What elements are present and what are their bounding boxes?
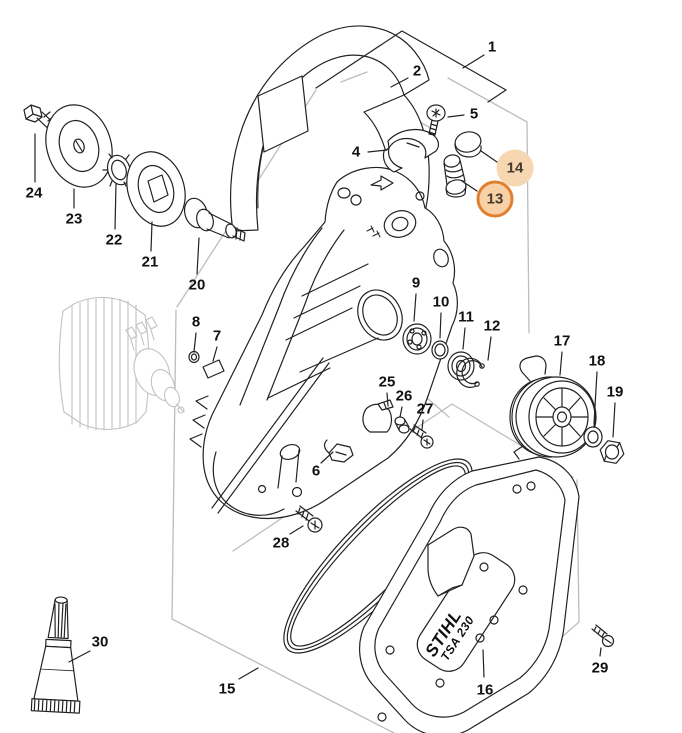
leader-line-20 <box>196 237 200 275</box>
part-label-16[interactable]: 16 <box>476 681 494 699</box>
leader-line-27 <box>421 419 424 431</box>
screw-28 <box>295 505 323 533</box>
part-label-11[interactable]: 11 <box>458 308 474 326</box>
part-label-10[interactable]: 10 <box>432 293 450 311</box>
part-label-1[interactable]: 1 <box>487 38 497 56</box>
part-label-6[interactable]: 6 <box>311 462 321 480</box>
part-label-7[interactable]: 7 <box>212 327 222 345</box>
screw-29 <box>591 624 615 648</box>
leader-line-30 <box>68 650 91 663</box>
cast-mark-double-arrow-icon <box>366 225 381 238</box>
leader-line-12 <box>487 336 492 361</box>
leader-line-17 <box>559 351 563 376</box>
leader-line-6 <box>320 451 334 464</box>
part-label-13[interactable]: 13 <box>476 180 514 218</box>
part-label-14[interactable]: 14 <box>496 149 534 187</box>
part-label-28[interactable]: 28 <box>272 534 290 552</box>
leader-line-19 <box>612 402 616 438</box>
leader-line-13 <box>461 180 478 192</box>
part-label-5[interactable]: 5 <box>469 105 479 123</box>
leader-line-16 <box>482 649 485 678</box>
bearing-9 <box>402 323 432 355</box>
part-label-23[interactable]: 23 <box>65 210 83 228</box>
leader-line-2 <box>390 77 409 88</box>
part-label-4[interactable]: 4 <box>351 143 361 161</box>
cap-14 <box>454 131 482 158</box>
screw-5 <box>426 104 446 136</box>
leader-line-1 <box>462 54 485 69</box>
leader-line-7 <box>212 346 218 362</box>
part-label-30[interactable]: 30 <box>91 633 109 651</box>
part-label-29[interactable]: 29 <box>591 659 609 677</box>
part-label-22[interactable]: 22 <box>105 231 123 249</box>
bearing-11 <box>447 351 475 381</box>
leader-line-21 <box>150 221 153 252</box>
nut-8 <box>188 350 200 364</box>
drawing-belt-cover: STIHL TSA 230 <box>358 456 580 733</box>
plug-13 <box>443 154 467 198</box>
leader-line-9 <box>413 293 417 322</box>
drawing-top-small-parts <box>382 104 482 198</box>
leader-line-5 <box>447 114 465 118</box>
spindle-20 <box>183 197 246 242</box>
nut-19 <box>599 440 625 464</box>
assembly-bracket-line <box>315 30 507 103</box>
leader-line-26 <box>399 406 403 418</box>
part-label-2[interactable]: 2 <box>412 62 422 80</box>
drawing-sealant-tube <box>30 596 81 714</box>
part-label-24[interactable]: 24 <box>25 184 43 202</box>
part-label-19[interactable]: 19 <box>606 383 624 401</box>
part-label-17[interactable]: 17 <box>553 332 571 350</box>
leader-line-8 <box>193 332 197 353</box>
part-label-27[interactable]: 27 <box>416 400 434 418</box>
leader-line-25 <box>386 392 389 407</box>
key-7 <box>202 359 225 379</box>
screw-27 <box>409 424 434 449</box>
snap-ring-12 <box>456 357 485 388</box>
washer-10 <box>431 340 449 360</box>
part-label-12[interactable]: 12 <box>483 317 501 335</box>
leader-line-29 <box>599 647 602 657</box>
leader-line-28 <box>289 525 304 535</box>
pulley-17 <box>509 355 597 460</box>
part-label-8[interactable]: 8 <box>191 313 201 331</box>
part-label-9[interactable]: 9 <box>411 274 421 292</box>
clip-6 <box>323 439 354 463</box>
part-label-18[interactable]: 18 <box>588 352 606 370</box>
part-label-26[interactable]: 26 <box>395 387 413 405</box>
drawing-bearing-set <box>402 323 485 388</box>
part-label-20[interactable]: 20 <box>188 276 206 294</box>
leader-line-10 <box>439 312 442 339</box>
drawing-mid-small-parts <box>295 399 615 648</box>
leader-lines <box>34 54 616 680</box>
disc-21 <box>126 151 186 227</box>
drawing-electric-motor <box>58 296 185 431</box>
guard-model-plate <box>257 75 309 153</box>
part-label-25[interactable]: 25 <box>378 373 396 391</box>
direction-arrow-icon <box>370 175 394 191</box>
leader-line-18 <box>593 371 598 425</box>
sleeve-26 <box>394 416 410 434</box>
leader-line-22 <box>114 183 117 230</box>
drawing-clamping-parts <box>23 104 246 379</box>
part-label-21[interactable]: 21 <box>141 253 159 271</box>
deflector-4 <box>387 128 440 159</box>
drawing-pulley-group <box>509 355 625 464</box>
leader-line-15 <box>238 667 259 680</box>
drawing-gear-head-housing <box>189 166 458 520</box>
part-label-15[interactable]: 15 <box>218 680 236 698</box>
washer-18 <box>583 426 603 448</box>
leader-line-14 <box>480 150 498 163</box>
leader-line-11 <box>462 327 466 350</box>
leader-line-4 <box>367 149 388 153</box>
clamp-25 <box>362 403 393 433</box>
